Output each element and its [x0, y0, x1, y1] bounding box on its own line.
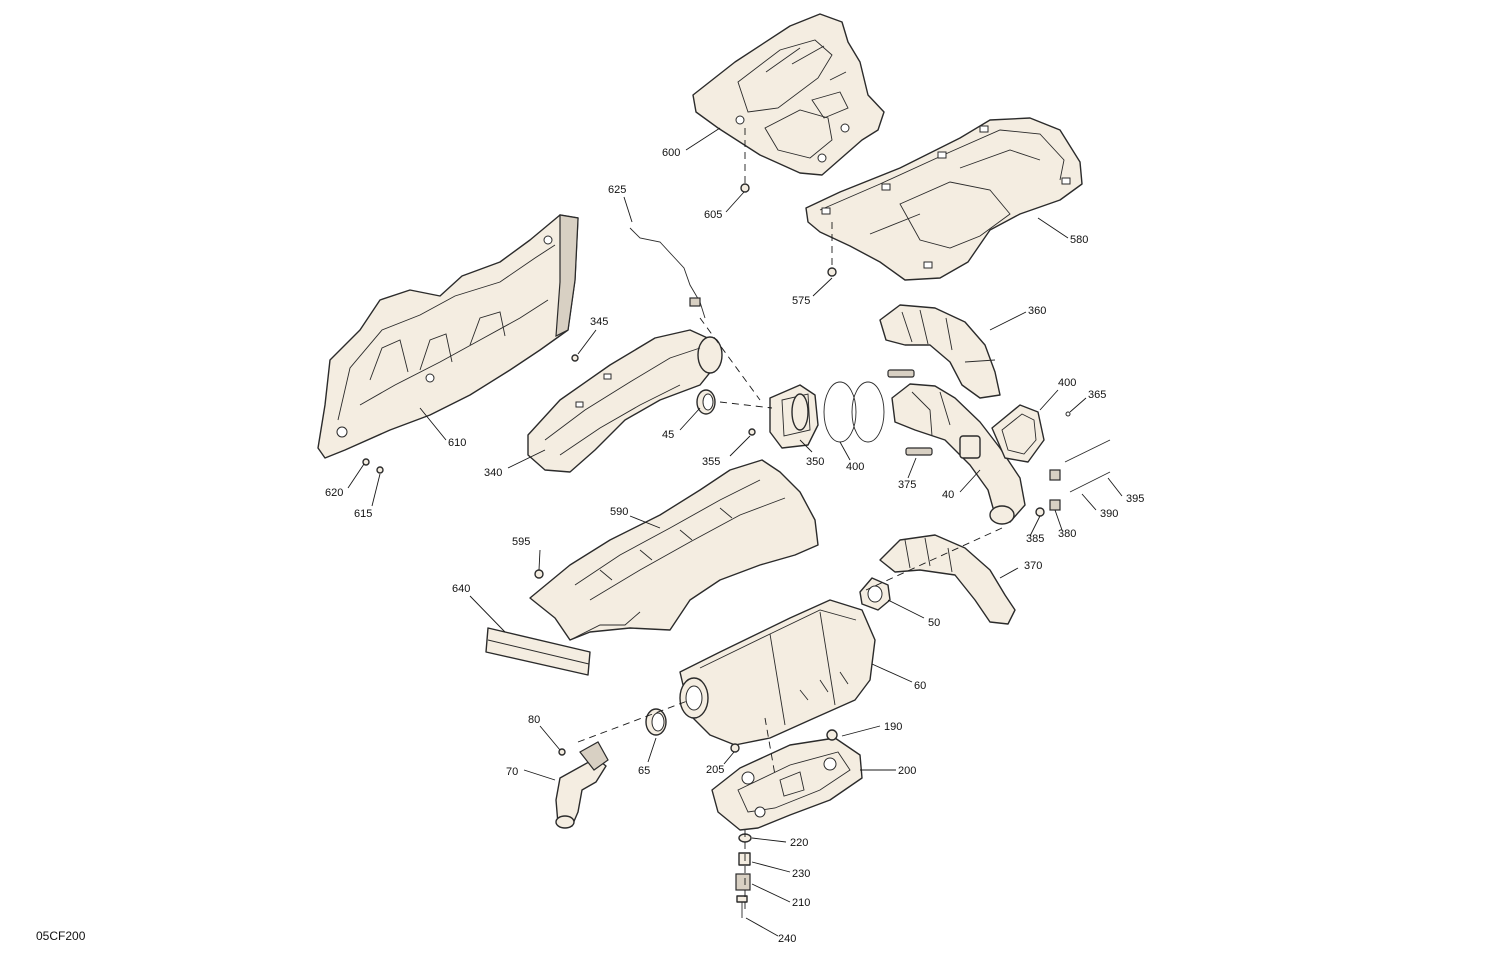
callout-240: 240 — [778, 933, 796, 945]
callout-360: 360 — [1028, 305, 1046, 317]
heat-shield-580 — [805, 117, 1083, 281]
springs-375 — [887, 369, 933, 456]
diagram-code: 05CF200 — [36, 929, 86, 943]
callout-580: 580 — [1070, 234, 1088, 246]
callout-605: 605 — [704, 209, 722, 221]
callout-65: 65 — [638, 765, 650, 777]
callout-595: 595 — [512, 536, 530, 548]
callout-220: 220 — [790, 837, 808, 849]
muffler-60 — [679, 599, 876, 746]
tail-pipe-70 — [555, 741, 609, 829]
callout-350: 350 — [806, 456, 824, 468]
ring-45 — [696, 389, 716, 415]
callout-615: 615 — [354, 508, 372, 520]
callout-640: 640 — [452, 583, 470, 595]
clamp-rings-400 — [823, 381, 885, 443]
pipe-cover-340 — [527, 329, 723, 473]
callout-375: 375 — [898, 479, 916, 491]
callout-40: 40 — [942, 489, 954, 501]
callout-70: 70 — [506, 766, 518, 778]
callout-395: 395 — [1126, 493, 1144, 505]
sleeve-65 — [645, 708, 667, 736]
callout-380: 380 — [1058, 528, 1076, 540]
callout-200: 200 — [898, 765, 916, 777]
callout-625: 625 — [608, 184, 626, 196]
callout-210: 210 — [792, 897, 810, 909]
callout-50: 50 — [928, 617, 940, 629]
assembly-lines — [577, 128, 1003, 912]
callout-80: 80 — [528, 714, 540, 726]
callout-590: 590 — [610, 506, 628, 518]
leader-lines — [347, 127, 1123, 937]
pipe-cover-370 — [879, 534, 1016, 625]
callout-400-a: 400 — [846, 461, 864, 473]
heat-strip-640 — [485, 627, 591, 676]
pipe-cover-360 — [879, 304, 1001, 399]
bolts-395-390 — [1035, 439, 1111, 517]
callout-45: 45 — [662, 429, 674, 441]
heat-shield-600 — [692, 13, 885, 176]
callout-390: 390 — [1100, 508, 1118, 520]
callout-345: 345 — [590, 316, 608, 328]
sensor-625 — [629, 227, 706, 319]
callout-365: 365 — [1088, 389, 1106, 401]
heat-shield-610 — [317, 214, 579, 459]
callout-620: 620 — [325, 487, 343, 499]
fastener-stack — [735, 833, 752, 918]
manifold-pipe-40 — [891, 383, 1026, 525]
callout-340: 340 — [484, 467, 502, 479]
gasket-365 — [991, 404, 1071, 463]
gasket-50 — [859, 577, 891, 611]
callout-610: 610 — [448, 437, 466, 449]
small-fasteners — [362, 183, 838, 756]
heat-shield-590 — [529, 459, 819, 641]
bracket-200 — [711, 737, 863, 831]
callout-190: 190 — [884, 721, 902, 733]
callout-60: 60 — [914, 680, 926, 692]
callout-230: 230 — [792, 868, 810, 880]
callout-355: 355 — [702, 456, 720, 468]
flange-350 — [769, 384, 819, 449]
callout-labels: 600 605 625 580 575 345 360 610 45 355 3… — [325, 147, 1144, 945]
callout-385: 385 — [1026, 533, 1044, 545]
callout-600: 600 — [662, 147, 680, 159]
callout-575: 575 — [792, 295, 810, 307]
callout-370: 370 — [1024, 560, 1042, 572]
callout-205: 205 — [706, 764, 724, 776]
callout-400-b: 400 — [1058, 377, 1076, 389]
